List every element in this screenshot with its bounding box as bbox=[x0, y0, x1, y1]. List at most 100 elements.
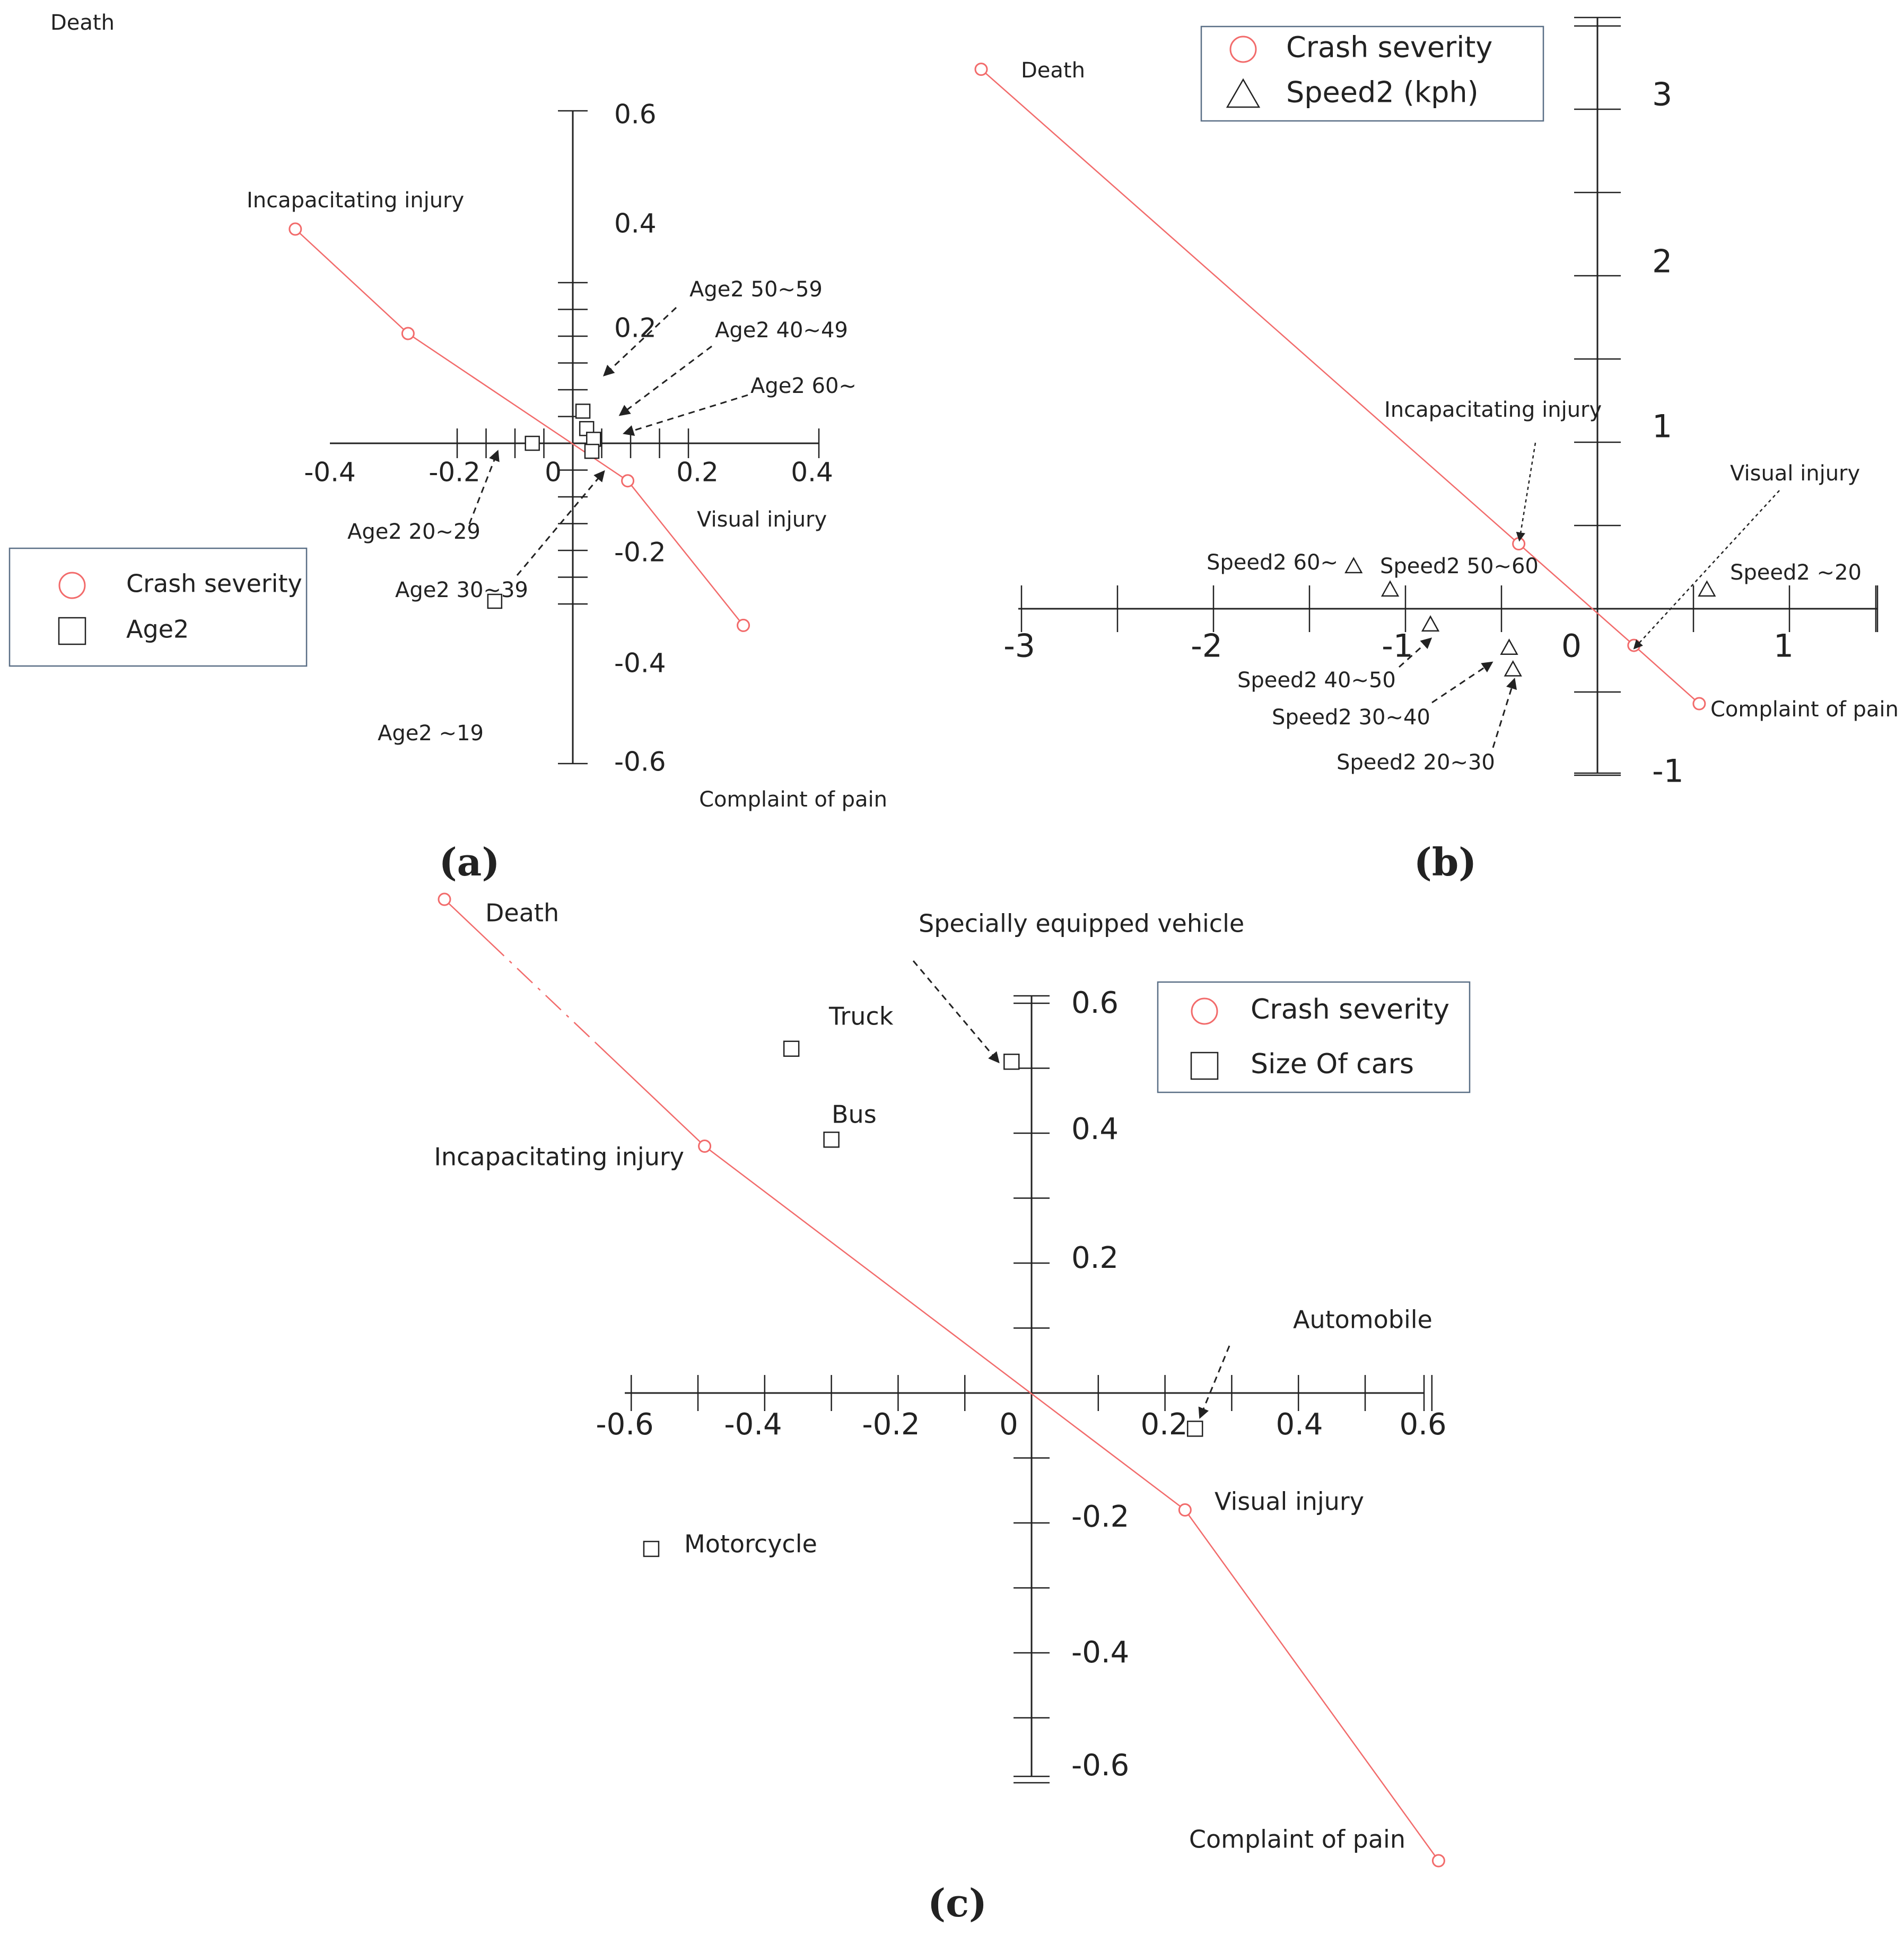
severity-point bbox=[974, 63, 988, 76]
y-tick-label: -0.2 bbox=[1071, 1500, 1129, 1534]
severity-label: Death bbox=[50, 11, 115, 35]
y-tick-label: 0.6 bbox=[1071, 986, 1119, 1020]
legend-label: Speed2 (kph) bbox=[1286, 76, 1479, 109]
category-point bbox=[1186, 1421, 1203, 1437]
category-point bbox=[575, 404, 591, 419]
severity-line-segment bbox=[1184, 1509, 1439, 1861]
category-point bbox=[823, 1132, 840, 1148]
panel-caption: (c) bbox=[928, 1880, 987, 1925]
y-tick-label: -0.6 bbox=[614, 747, 666, 777]
severity-label: Complaint of pain bbox=[1710, 697, 1899, 722]
category-point bbox=[1421, 615, 1440, 632]
severity-line-segment bbox=[294, 229, 330, 261]
category-label: Truck bbox=[828, 1002, 894, 1031]
x-tick-label: -2 bbox=[1191, 628, 1222, 665]
x-tick-label: 0 bbox=[999, 1407, 1018, 1442]
x-tick-label: 0 bbox=[545, 457, 562, 488]
category-point bbox=[1500, 638, 1518, 655]
severity-label: Death bbox=[1021, 58, 1085, 83]
x-tick-label: 0.2 bbox=[676, 457, 719, 488]
severity-label: Complaint of pain bbox=[1189, 1825, 1405, 1854]
label-arrow bbox=[622, 394, 748, 436]
legend-label: Crash severity bbox=[1286, 31, 1492, 64]
severity-point bbox=[1627, 638, 1641, 652]
severity-line-segment bbox=[328, 260, 337, 267]
x-tick-label: -0.2 bbox=[862, 1407, 920, 1442]
x-tick-label: 0.6 bbox=[1399, 1407, 1446, 1442]
legend-box bbox=[8, 547, 308, 667]
category-point bbox=[643, 1540, 660, 1557]
severity-point bbox=[737, 618, 750, 632]
severity-label: Complaint of pain bbox=[699, 787, 887, 812]
label-arrow bbox=[912, 960, 1000, 1064]
category-label: Bus bbox=[832, 1100, 877, 1129]
severity-label: Incapacitating injury bbox=[434, 1143, 684, 1171]
x-tick-label: 0.4 bbox=[791, 457, 833, 488]
y-tick-label: -0.6 bbox=[1071, 1748, 1129, 1783]
x-tick-label: 0.4 bbox=[1276, 1407, 1323, 1442]
severity-label: Visual injury bbox=[1730, 461, 1860, 486]
severity-point bbox=[401, 327, 415, 340]
label-arrow bbox=[468, 450, 500, 524]
legend-marker-circle bbox=[58, 572, 86, 599]
severity-line-segment bbox=[627, 480, 744, 626]
x-tick-label: -0.6 bbox=[596, 1407, 653, 1442]
y-tick-label: -1 bbox=[1652, 753, 1684, 790]
category-point bbox=[1003, 1054, 1020, 1070]
severity-point bbox=[1512, 537, 1526, 551]
x-tick-label: -3 bbox=[1003, 628, 1035, 665]
category-point bbox=[783, 1040, 800, 1057]
severity-point bbox=[698, 1140, 712, 1153]
category-point bbox=[1698, 580, 1716, 597]
y-tick-label: 3 bbox=[1652, 76, 1672, 113]
severity-label: Incapacitating injury bbox=[247, 188, 464, 213]
severity-point bbox=[438, 892, 451, 906]
x-tick-label: 1 bbox=[1774, 628, 1794, 665]
category-label: Motorcycle bbox=[684, 1530, 817, 1558]
category-label: Age2 60~ bbox=[750, 374, 857, 398]
category-label: Age2 40~49 bbox=[715, 318, 848, 343]
severity-label: Death bbox=[485, 899, 559, 927]
category-point bbox=[525, 435, 540, 451]
y-tick-label: -0.2 bbox=[614, 537, 666, 568]
category-label: Speed2 ~20 bbox=[1730, 560, 1862, 585]
category-label: Age2 30~39 bbox=[395, 578, 528, 602]
y-tick-label: 0.4 bbox=[614, 208, 657, 239]
y-tick-label: 0.4 bbox=[1071, 1112, 1119, 1146]
y-tick-label: 1 bbox=[1652, 408, 1672, 445]
severity-line-segment bbox=[595, 1042, 705, 1147]
category-label: Specially equipped vehicle bbox=[919, 909, 1244, 938]
severity-label: Visual injury bbox=[1215, 1487, 1364, 1516]
category-label: Speed2 60~ bbox=[1207, 550, 1338, 575]
label-arrow bbox=[1198, 1345, 1230, 1419]
category-label: Speed2 30~40 bbox=[1272, 705, 1430, 730]
severity-line-segment bbox=[335, 266, 409, 334]
legend-marker-square bbox=[58, 617, 86, 645]
severity-line-segment bbox=[1518, 543, 1635, 646]
legend-marker-circle bbox=[1229, 36, 1257, 63]
severity-line-segment bbox=[1633, 645, 1700, 704]
category-point bbox=[584, 443, 600, 459]
category-label: Age2 20~29 bbox=[347, 520, 481, 544]
y-tick-label: 2 bbox=[1652, 243, 1672, 281]
label-arrow bbox=[1431, 661, 1493, 704]
severity-line-segment bbox=[704, 1145, 1186, 1511]
panel-caption: (b) bbox=[1414, 839, 1477, 884]
severity-point bbox=[621, 474, 635, 488]
legend-marker-triangle bbox=[1226, 78, 1261, 108]
y-tick-label: 0.6 bbox=[614, 99, 657, 130]
label-arrow bbox=[618, 345, 712, 416]
